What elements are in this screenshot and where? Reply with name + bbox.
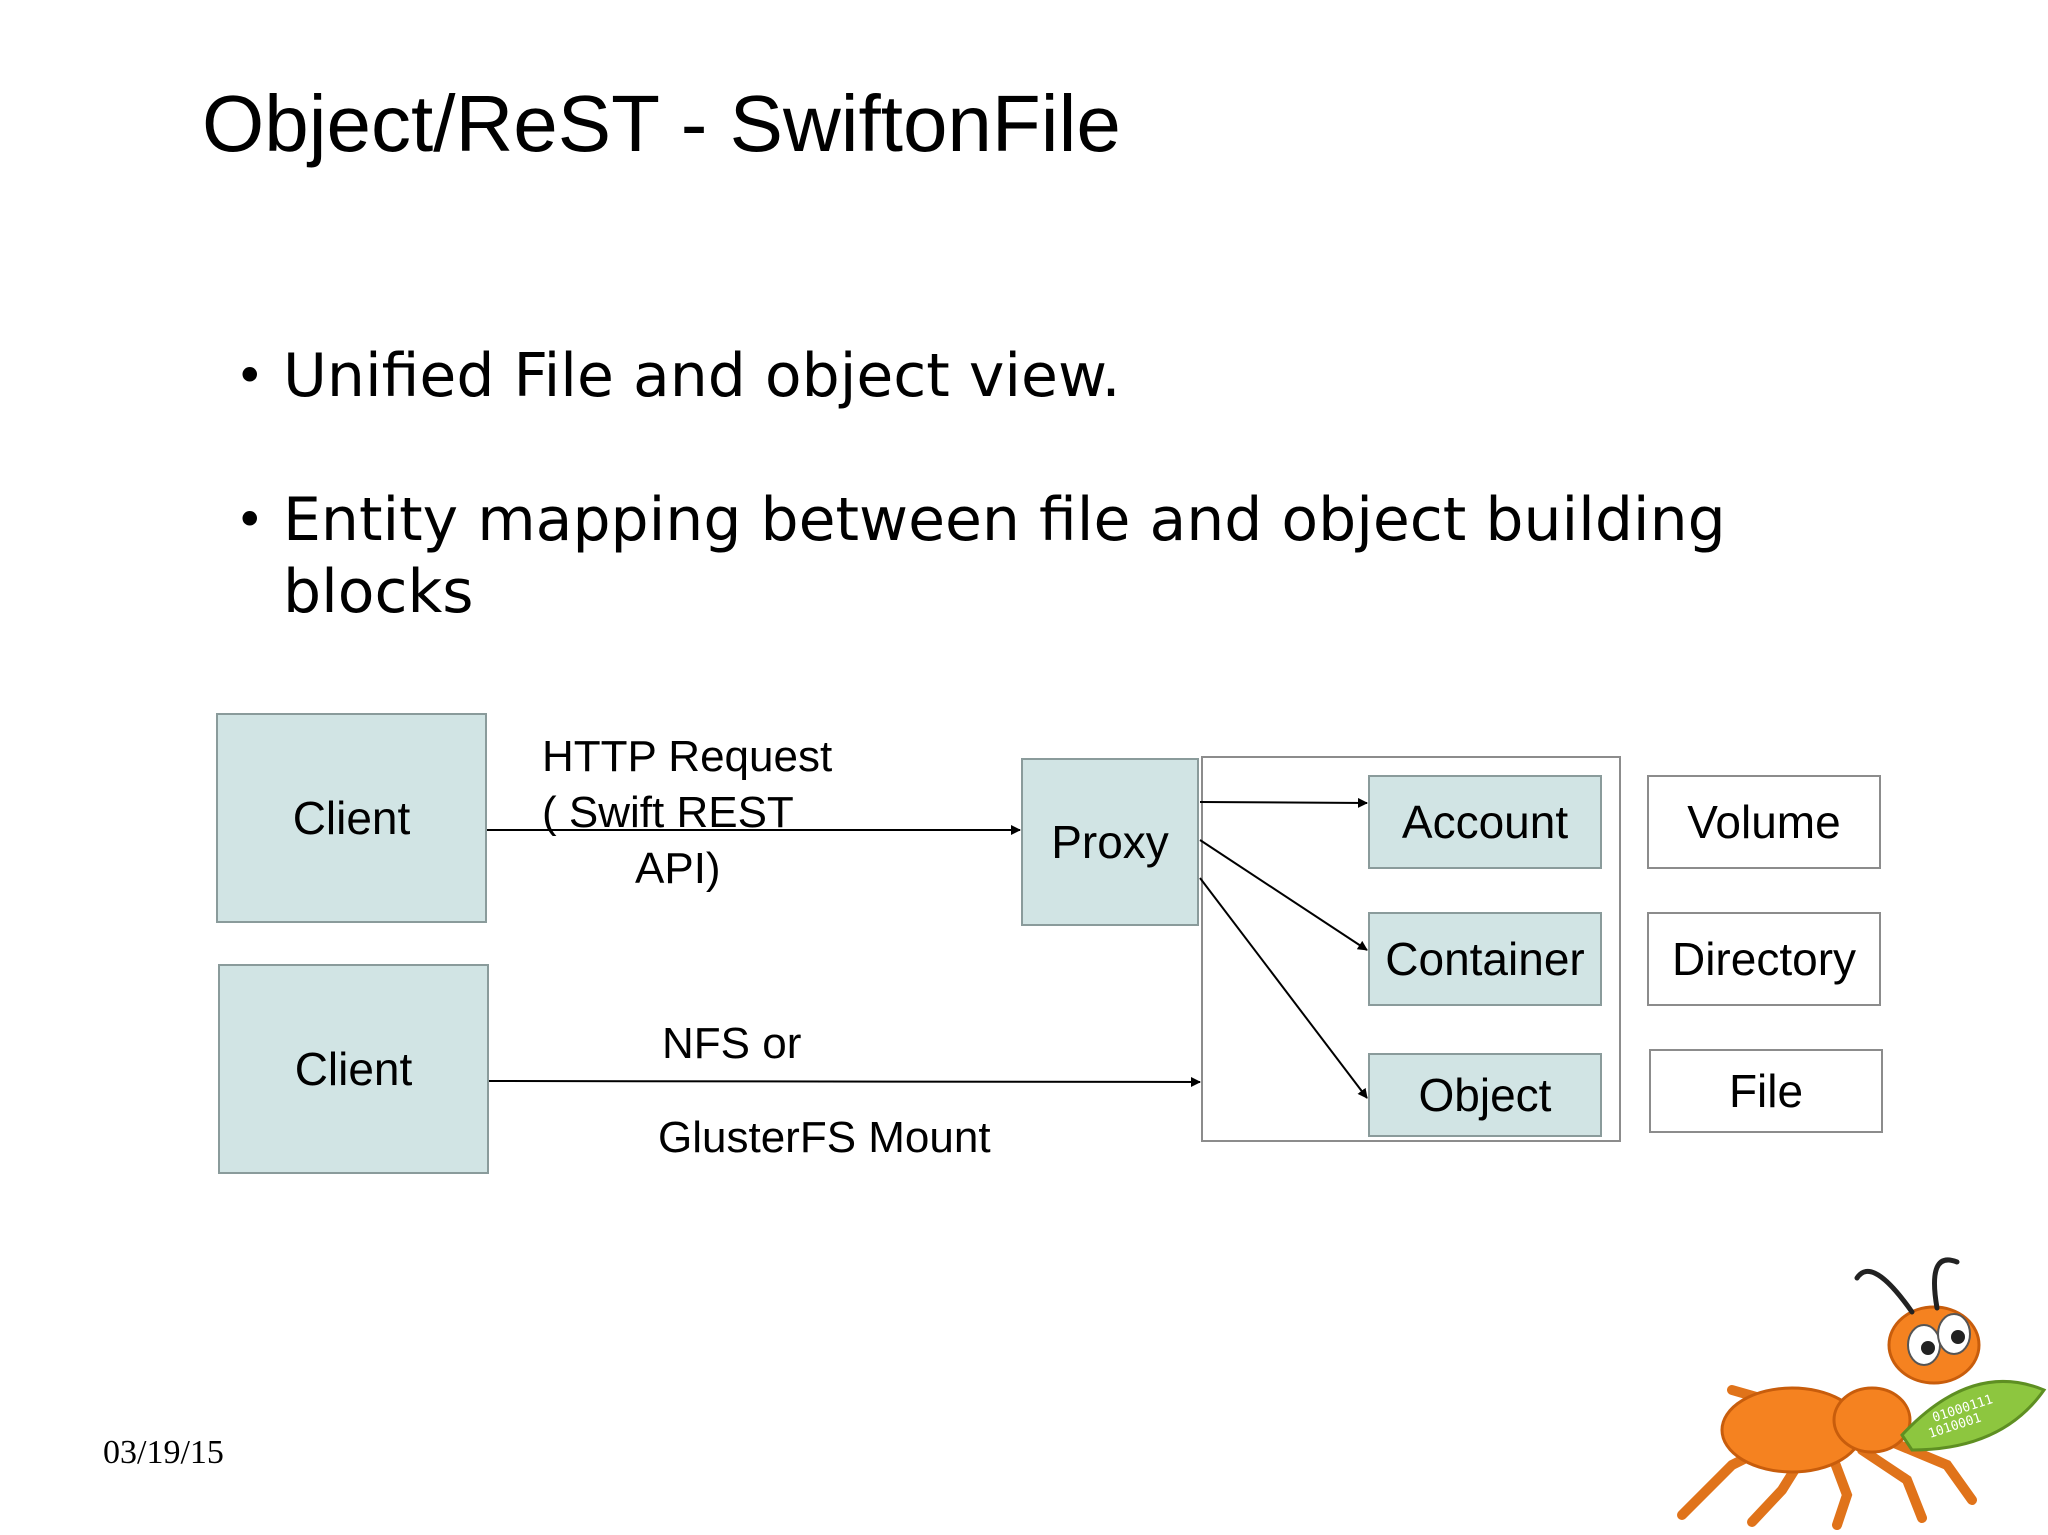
directory-label: Directory [1671, 933, 1857, 985]
nfs-label-line-2: GlusterFS Mount [658, 1113, 991, 1162]
proxy-to-account-arrow [1199, 797, 1368, 808]
client-box-top: Client [216, 713, 487, 923]
client-label-bottom: Client [294, 1043, 413, 1095]
proxy-label: Proxy [1051, 816, 1169, 868]
nfs-label-line-1: NFS or [662, 1019, 802, 1068]
volume-box: Volume [1647, 775, 1881, 869]
gluster-ant-icon: 01000111 1010001 [1677, 1257, 2047, 1530]
bullet-2-line-2: blocks [283, 557, 474, 627]
bullet-1-line-1: Unified File and object view. [283, 341, 1121, 411]
client-box-bottom: Client [218, 964, 489, 1174]
proxy-to-object-arrow [1199, 877, 1368, 1099]
volume-label: Volume [1687, 796, 1841, 848]
file-box: File [1649, 1049, 1883, 1133]
account-box: Account [1368, 775, 1602, 869]
http-label-line-2: ( Swift REST [542, 788, 794, 837]
bullet-2-line-1: Entity mapping between file and object b… [283, 485, 1726, 555]
http-label-line-1: HTTP Request [542, 732, 833, 781]
file-label: File [1728, 1065, 1804, 1117]
proxy-to-container-arrow [1199, 839, 1368, 951]
http-request-label: HTTP Request ( Swift REST API) [542, 730, 832, 896]
storage-entity-frame [1201, 756, 1621, 1142]
container-box: Container [1368, 912, 1602, 1006]
object-box: Object [1368, 1053, 1602, 1137]
account-label: Account [1401, 796, 1569, 848]
bullet-1: • Unified File and object view. [235, 340, 1121, 412]
http-label-line-3: API) [635, 844, 721, 893]
container-label: Container [1385, 933, 1585, 985]
bullet-2: • Entity mapping between file and object… [235, 484, 1726, 628]
object-label: Object [1418, 1069, 1552, 1121]
slide-date: 03/19/15 [103, 1434, 224, 1471]
bullet-dot-icon: • [235, 347, 265, 405]
bullet-dot-icon: • [235, 491, 265, 549]
directory-box: Directory [1647, 912, 1881, 1006]
slide-title: Object/ReST - SwiftonFile [202, 79, 1121, 168]
proxy-box: Proxy [1021, 758, 1199, 926]
client-label-top: Client [292, 792, 411, 844]
nfs-arrow [488, 1076, 1201, 1087]
